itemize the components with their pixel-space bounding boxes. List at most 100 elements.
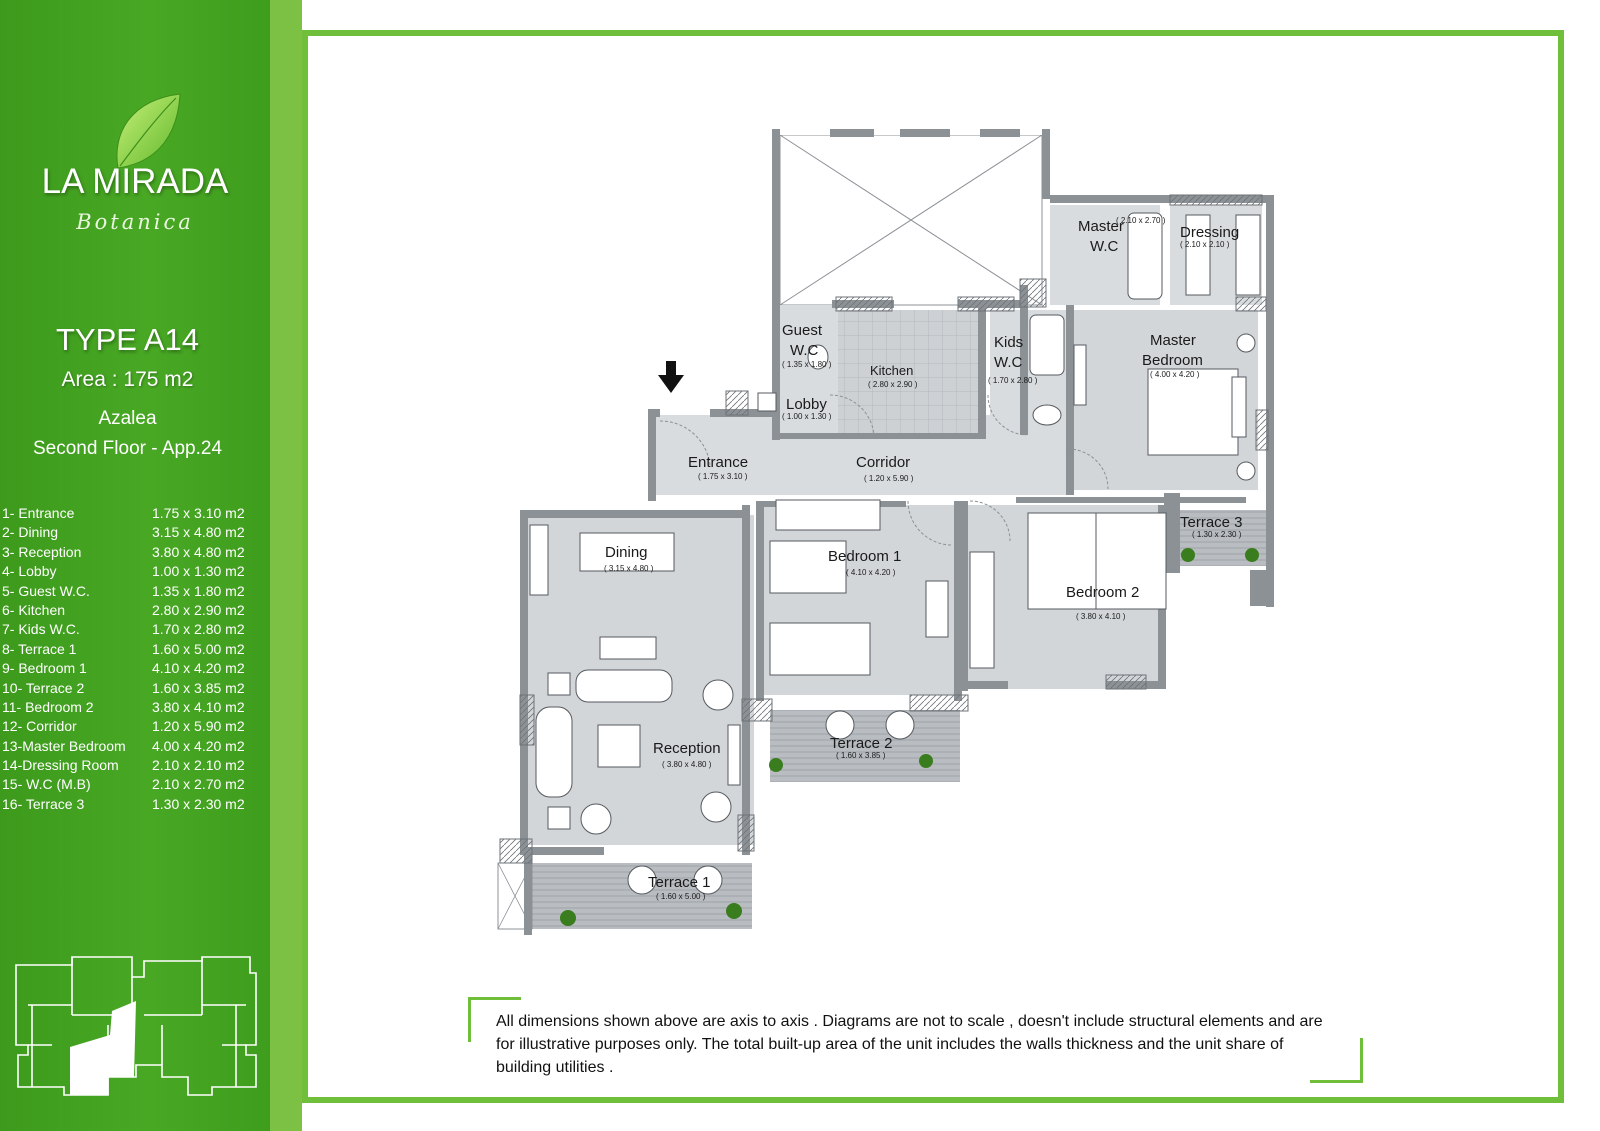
label-lobby-dim: ( 1.00 x 1.30 ) xyxy=(782,412,832,421)
label-lobby: Lobby xyxy=(786,396,827,413)
room-name: 3- Reception xyxy=(2,543,82,560)
room-dimensions: 4.10 x 4.20 m2 xyxy=(152,660,245,677)
room-name: 9- Bedroom 1 xyxy=(2,660,87,677)
brand-subtitle: Botanica xyxy=(76,210,194,234)
label-kids-wc-dim: ( 1.70 x 2.80 ) xyxy=(988,376,1038,385)
unit-type: TYPE A14 xyxy=(55,322,200,357)
sidebar-accent-strip xyxy=(270,0,302,1131)
room-row: 12- Corridor 1.20 x 5.90 m2 xyxy=(2,718,264,737)
label-master-wc-2: W.C xyxy=(1090,238,1118,255)
room-row: 16- Terrace 3 1.30 x 2.30 m2 xyxy=(2,796,264,815)
room-row: 1- Entrance 1.75 x 3.10 m2 xyxy=(2,505,264,524)
room-dimensions: 1.20 x 5.90 m2 xyxy=(152,718,245,735)
room-dimensions: 2.10 x 2.10 m2 xyxy=(152,757,245,774)
room-row: 7- Kids W.C.1.70 x 2.80 m2 xyxy=(2,621,264,640)
room-name: 14-Dressing Room xyxy=(2,757,119,774)
structural-columns xyxy=(499,194,1269,864)
content-frame-left-edge xyxy=(302,30,308,1103)
label-terrace3: Terrace 3 xyxy=(1180,514,1243,531)
room-dimensions: 1.00 x 1.30 m2 xyxy=(152,563,245,580)
unit-area: Area : 175 m2 xyxy=(61,368,194,391)
label-dressing-dim: ( 2.10 x 2.10 ) xyxy=(1180,240,1230,249)
label-bedroom2-dim: ( 3.80 x 4.10 ) xyxy=(1076,612,1126,621)
label-terrace2-dim: ( 1.60 x 3.85 ) xyxy=(836,751,886,760)
label-dining: Dining xyxy=(605,544,648,561)
label-terrace2: Terrace 2 xyxy=(830,735,893,752)
room-dimensions: 1.60 x 3.85 m2 xyxy=(152,679,245,696)
furniture xyxy=(529,212,1261,895)
room-dimensions: 1.60 x 5.00 m2 xyxy=(152,640,245,657)
room-row: 3- Reception 3.80 x 4.80 m2 xyxy=(2,544,264,563)
label-master-wc-1: Master xyxy=(1078,218,1124,235)
label-bedroom1: Bedroom 1 xyxy=(828,548,901,565)
room-name: 11- Bedroom 2 xyxy=(2,698,94,715)
label-bedroom1-dim: ( 4.10 x 4.20 ) xyxy=(846,568,896,577)
room-row: 6- Kitchen 2.80 x 2.90 m2 xyxy=(2,602,264,621)
room-row: 13-Master Bedroom 4.00 x 4.20 m2 xyxy=(2,738,264,757)
room-row: 14-Dressing Room 2.10 x 2.10 m2 xyxy=(2,757,264,776)
label-kids-wc-1: Kids xyxy=(994,334,1023,351)
brand-name: LA MIRADA xyxy=(41,162,229,201)
room-dimensions: 2.10 x 2.70 m2 xyxy=(152,776,245,793)
label-master-wc-dim: ( 2.10 x 2.70 ) xyxy=(1116,216,1166,225)
label-master-bed-1: Master xyxy=(1150,332,1196,349)
room-name: 4- Lobby xyxy=(2,563,57,580)
disclaimer-bracket-top-left xyxy=(468,997,521,1042)
entrance-arrow-icon xyxy=(658,361,684,393)
leaf-logo-icon xyxy=(116,93,181,169)
room-name: 16- Terrace 3 xyxy=(2,795,85,812)
label-corridor: Corridor xyxy=(856,454,910,471)
room-dimensions: 3.80 x 4.80 m2 xyxy=(152,543,245,560)
room-name: 12- Corridor xyxy=(2,718,77,735)
room-name: 1- Entrance xyxy=(2,505,75,521)
room-name: 6- Kitchen xyxy=(2,601,66,618)
room-dimensions: 1.75 x 3.10 m2 xyxy=(152,505,245,521)
room-name: 10- Terrace 2 xyxy=(2,679,85,696)
room-name: 5- Guest W.C. xyxy=(2,582,90,599)
plant-icons xyxy=(560,548,1259,926)
room-row: 11- Bedroom 2 3.80 x 4.10 m2 xyxy=(2,699,264,718)
label-reception: Reception xyxy=(653,740,721,757)
room-name: 7- Kids W.C. xyxy=(2,621,80,638)
room-dimensions: 4.00 x 4.20 m2 xyxy=(152,737,245,754)
door-swings xyxy=(659,394,1109,546)
label-entrance: Entrance xyxy=(688,454,748,471)
key-plan xyxy=(15,956,257,1096)
room-row: 9- Bedroom 1 4.10 x 4.20 m2 xyxy=(2,660,264,679)
room-row: 4- Lobby 1.00 x 1.30 m2 xyxy=(2,563,264,582)
room-dimensions: 2.80 x 2.90 m2 xyxy=(152,601,245,618)
room-name: 2- Dining xyxy=(2,524,59,541)
label-master-bed-dim: ( 4.00 x 4.20 ) xyxy=(1150,370,1200,379)
room-row: 10- Terrace 2 1.60 x 3.85 m2 xyxy=(2,680,264,699)
floor-info: Second Floor - App.24 xyxy=(32,438,223,459)
label-master-bed-2: Bedroom xyxy=(1142,352,1203,369)
room-name: 15- W.C (M.B) xyxy=(2,776,91,793)
label-guest-wc-2: W.C xyxy=(790,342,818,359)
room-row: 5- Guest W.C. 1.35 x 1.80 m2 xyxy=(2,583,264,602)
label-bedroom2: Bedroom 2 xyxy=(1066,584,1139,601)
label-terrace1: Terrace 1 xyxy=(648,874,711,891)
room-row: 15- W.C (M.B) 2.10 x 2.70 m2 xyxy=(2,776,264,795)
label-corridor-dim: ( 1.20 x 5.90 ) xyxy=(864,474,914,483)
room-dimensions: 1.30 x 2.30 m2 xyxy=(152,795,245,812)
open-shaft xyxy=(779,134,1043,306)
label-dining-dim: ( 3.15 x 4.80 ) xyxy=(604,564,654,573)
label-kids-wc-2: W.C xyxy=(994,354,1022,371)
label-reception-dim: ( 3.80 x 4.80 ) xyxy=(662,760,712,769)
room-name: 13-Master Bedroom xyxy=(2,737,126,754)
disclaimer-bracket-bottom-right xyxy=(1310,1038,1363,1083)
label-kitchen: Kitchen xyxy=(870,363,913,378)
disclaimer-text: All dimensions shown above are axis to a… xyxy=(496,1013,1323,1076)
room-dimensions: 1.35 x 1.80 m2 xyxy=(152,582,245,599)
label-entrance-dim: ( 1.75 x 3.10 ) xyxy=(698,472,748,481)
label-terrace3-dim: ( 1.30 x 2.30 ) xyxy=(1192,530,1242,539)
room-dimensions: 3.80 x 4.10 m2 xyxy=(152,698,245,715)
building-name: Azalea xyxy=(98,408,157,429)
floor-plan: Entrance ( 1.75 x 3.10 ) Corridor ( 1.20… xyxy=(497,129,1274,935)
label-dressing: Dressing xyxy=(1180,224,1239,241)
label-terrace1-dim: ( 1.60 x 5.00 ) xyxy=(656,892,706,901)
content-frame xyxy=(302,30,1564,1103)
label-guest-wc-1: Guest xyxy=(782,322,823,339)
